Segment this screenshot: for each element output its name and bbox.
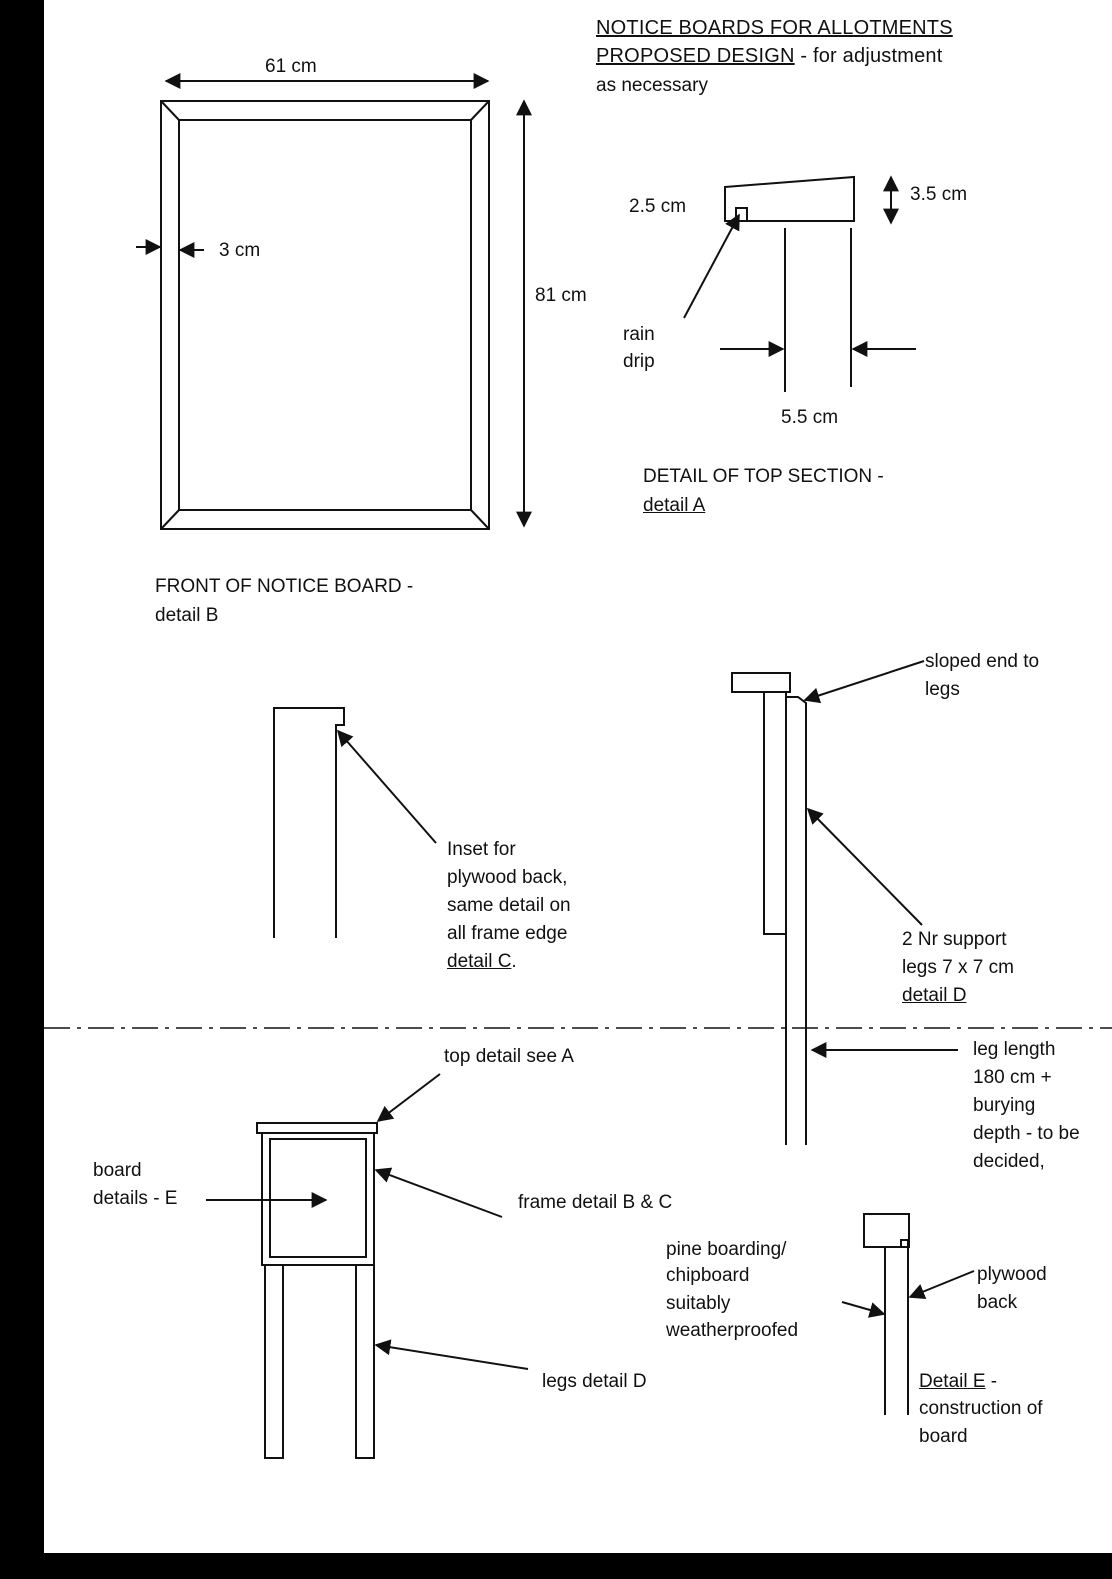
detail-e-caption-line1: Detail E - bbox=[919, 1368, 997, 1396]
inset-line2: plywood back, bbox=[447, 867, 568, 888]
title-line3: as necessary bbox=[596, 75, 708, 96]
rain-drip-line2: drip bbox=[623, 351, 655, 372]
plywood-line2: back bbox=[977, 1292, 1018, 1313]
sloped-end-arrow bbox=[803, 660, 925, 704]
frame-detail-arrow bbox=[374, 1167, 503, 1218]
length-line3: burying bbox=[973, 1095, 1036, 1116]
label-2-5cm: 2.5 cm bbox=[629, 196, 687, 217]
inset-line4: all frame edge bbox=[447, 923, 568, 944]
drawing-sheet: NOTICE BOARDS FOR ALLOTMENTS PROPOSED DE… bbox=[44, 0, 1112, 1553]
frame-detail-label: frame detail B & C bbox=[518, 1192, 673, 1213]
technical-drawing bbox=[44, 73, 1112, 1459]
detail-e-label: Detail E bbox=[919, 1371, 986, 1392]
border-label: 3 cm bbox=[219, 240, 261, 261]
top-detail-arrow bbox=[376, 1073, 441, 1122]
front-caption-line1: FRONT OF NOTICE BOARD - bbox=[155, 576, 414, 597]
legs-detail-arrow bbox=[374, 1339, 529, 1370]
title-line2: PROPOSED DESIGN - for adjustment bbox=[596, 42, 943, 70]
length-line4: depth - to be bbox=[973, 1123, 1080, 1144]
pine-line1: pine boarding/ bbox=[666, 1239, 787, 1260]
support-line1: 2 Nr support bbox=[902, 929, 1007, 950]
length-line1: leg length bbox=[973, 1039, 1056, 1060]
support-line2: legs 7 x 7 cm bbox=[902, 957, 1014, 978]
detail-e-profile bbox=[863, 1213, 910, 1415]
support-legs-arrow bbox=[806, 807, 923, 926]
width-label: 61 cm bbox=[265, 56, 317, 77]
detail-e-dash: - bbox=[985, 1371, 998, 1392]
pine-boarding-arrow bbox=[841, 1301, 886, 1318]
pine-line2: chipboard bbox=[666, 1265, 750, 1286]
rain-drip-arrow bbox=[683, 213, 740, 319]
title-line1: NOTICE BOARDS FOR ALLOTMENTS bbox=[596, 17, 953, 39]
legs-detail-label: legs detail D bbox=[542, 1371, 647, 1392]
inset-profile bbox=[273, 707, 345, 938]
inset-line5: detail C. bbox=[447, 948, 517, 976]
detail-c-label: detail C bbox=[447, 951, 512, 972]
top-section-profile bbox=[724, 175, 855, 392]
top-detail-label: top detail see A bbox=[444, 1046, 574, 1067]
length-line5: decided, bbox=[973, 1151, 1045, 1172]
inset-line3: same detail on bbox=[447, 895, 571, 916]
plywood-line1: plywood bbox=[977, 1264, 1047, 1285]
board-details-line1: board bbox=[93, 1160, 142, 1181]
height-label: 81 cm bbox=[535, 285, 587, 306]
front-view-board bbox=[160, 100, 490, 530]
length-line2: 180 cm + bbox=[973, 1067, 1052, 1088]
detail-e-caption-line3: board bbox=[919, 1426, 968, 1447]
top-caption-line2: detail A bbox=[643, 495, 706, 516]
label-3-5cm: 3.5 cm bbox=[910, 184, 968, 205]
support-line3: detail D bbox=[902, 985, 967, 1006]
inset-line1: Inset for bbox=[447, 839, 516, 860]
pine-line4: weatherproofed bbox=[666, 1320, 799, 1341]
board-details-line2: details - E bbox=[93, 1188, 178, 1209]
front-caption-line2: detail B bbox=[155, 605, 219, 626]
rain-drip-line1: rain bbox=[623, 324, 655, 345]
leg-side-profile bbox=[731, 672, 807, 1145]
sloped-line1: sloped end to bbox=[925, 651, 1040, 672]
title-adjustment: - for adjustment bbox=[794, 45, 943, 67]
assembly-board bbox=[256, 1122, 378, 1459]
detail-e-caption-line2: construction of bbox=[919, 1398, 1043, 1419]
title-proposed-design: PROPOSED DESIGN bbox=[596, 45, 795, 67]
detail-c-period: . bbox=[511, 951, 517, 972]
plywood-back-arrow bbox=[908, 1270, 975, 1299]
inset-arrow bbox=[336, 729, 437, 844]
label-5-5cm: 5.5 cm bbox=[781, 407, 839, 428]
sloped-line2: legs bbox=[925, 679, 960, 700]
top-caption-line1: DETAIL OF TOP SECTION - bbox=[643, 466, 884, 487]
pine-line3: suitably bbox=[666, 1293, 731, 1314]
